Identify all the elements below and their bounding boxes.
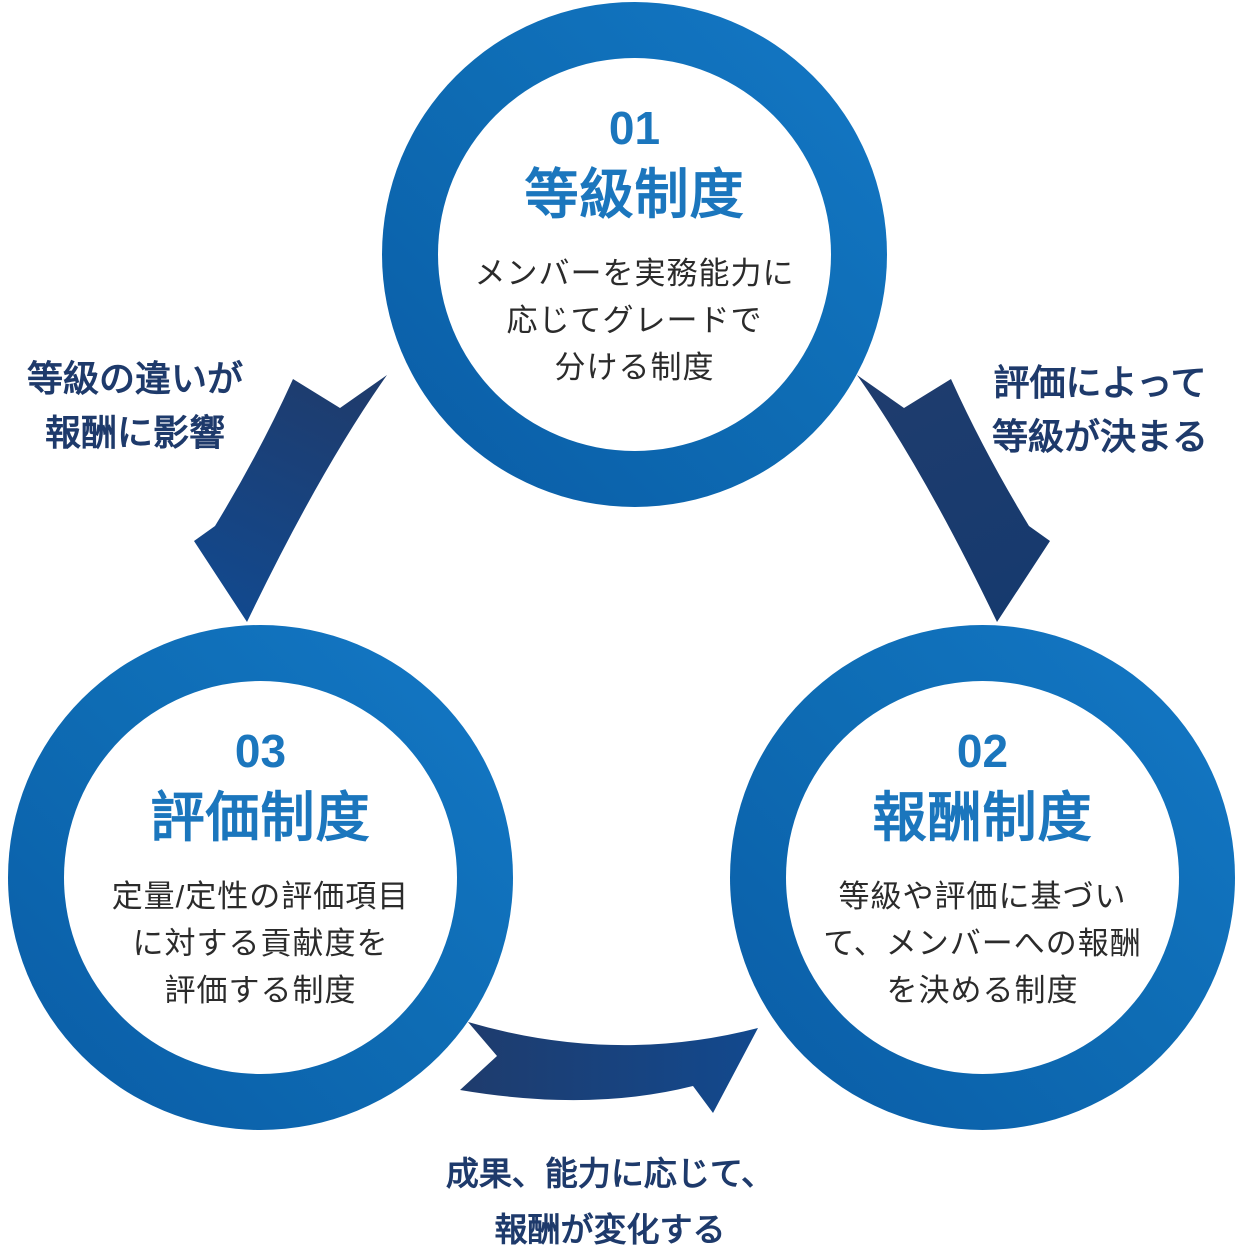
description-line: 評価する制度 (164, 973, 357, 1009)
description-line: を決める制度 (886, 973, 1079, 1009)
label-evaluation-determines-grade: 評価によって 等級が決まる (975, 356, 1225, 464)
circle-number: 02 (956, 725, 1009, 777)
circle-evaluation-system: 03 評価制度 定量/定性の評価項目 に対する貢献度を 評価する制度 (8, 625, 513, 1130)
description-line: 定量/定性の評価項目 (111, 879, 410, 915)
label-line: 報酬に影響 (44, 412, 225, 453)
description-line: メンバーを実務能力に (474, 256, 795, 292)
label-line: 評価によって (993, 362, 1207, 403)
circle-number: 01 (608, 102, 661, 154)
label-grade-affects-compensation: 等級の違いが 報酬に影響 (10, 352, 260, 460)
label-line: 等級の違いが (26, 358, 243, 399)
label-results-change-compensation: 成果、能力に応じて、 報酬が変化する (428, 1146, 792, 1250)
circle-compensation-system-inner: 02 報酬制度 等級や評価に基づい て、メンバーへの報酬 を決める制度 (786, 681, 1179, 1074)
circle-grade-system: 01 等級制度 メンバーを実務能力に 応じてグレードで 分ける制度 (382, 2, 887, 507)
circle-description: メンバーを実務能力に 応じてグレードで 分ける制度 (475, 250, 795, 391)
circle-description: 定量/定性の評価項目 に対する貢献度を 評価する制度 (112, 873, 410, 1014)
circle-description: 等級や評価に基づい て、メンバーへの報酬 を決める制度 (823, 873, 1141, 1014)
circle-number: 03 (234, 725, 287, 777)
description-line: に対する貢献度を (132, 926, 389, 962)
circle-grade-system-inner: 01 等級制度 メンバーを実務能力に 応じてグレードで 分ける制度 (438, 58, 831, 451)
circle-title: 等級制度 (524, 165, 745, 225)
description-line: 分ける制度 (554, 350, 715, 386)
circle-title: 報酬制度 (872, 788, 1093, 848)
circle-compensation-system: 02 報酬制度 等級や評価に基づい て、メンバーへの報酬 を決める制度 (730, 625, 1235, 1130)
label-line: 等級が決まる (991, 416, 1208, 457)
circle-evaluation-system-inner: 03 評価制度 定量/定性の評価項目 に対する貢献度を 評価する制度 (64, 681, 457, 1074)
description-line: 応じてグレードで (506, 303, 763, 339)
label-line: 報酬が変化する (494, 1211, 726, 1248)
arrow-evaluation-to-compensation (460, 1022, 758, 1113)
arrow-grade-to-compensation (857, 375, 1050, 622)
description-line: 等級や評価に基づい (838, 879, 1127, 915)
arrow-grade-to-evaluation (194, 375, 387, 622)
circle-title: 評価制度 (150, 788, 371, 848)
description-line: て、メンバーへの報酬 (823, 926, 1142, 962)
label-line: 成果、能力に応じて、 (445, 1155, 775, 1192)
